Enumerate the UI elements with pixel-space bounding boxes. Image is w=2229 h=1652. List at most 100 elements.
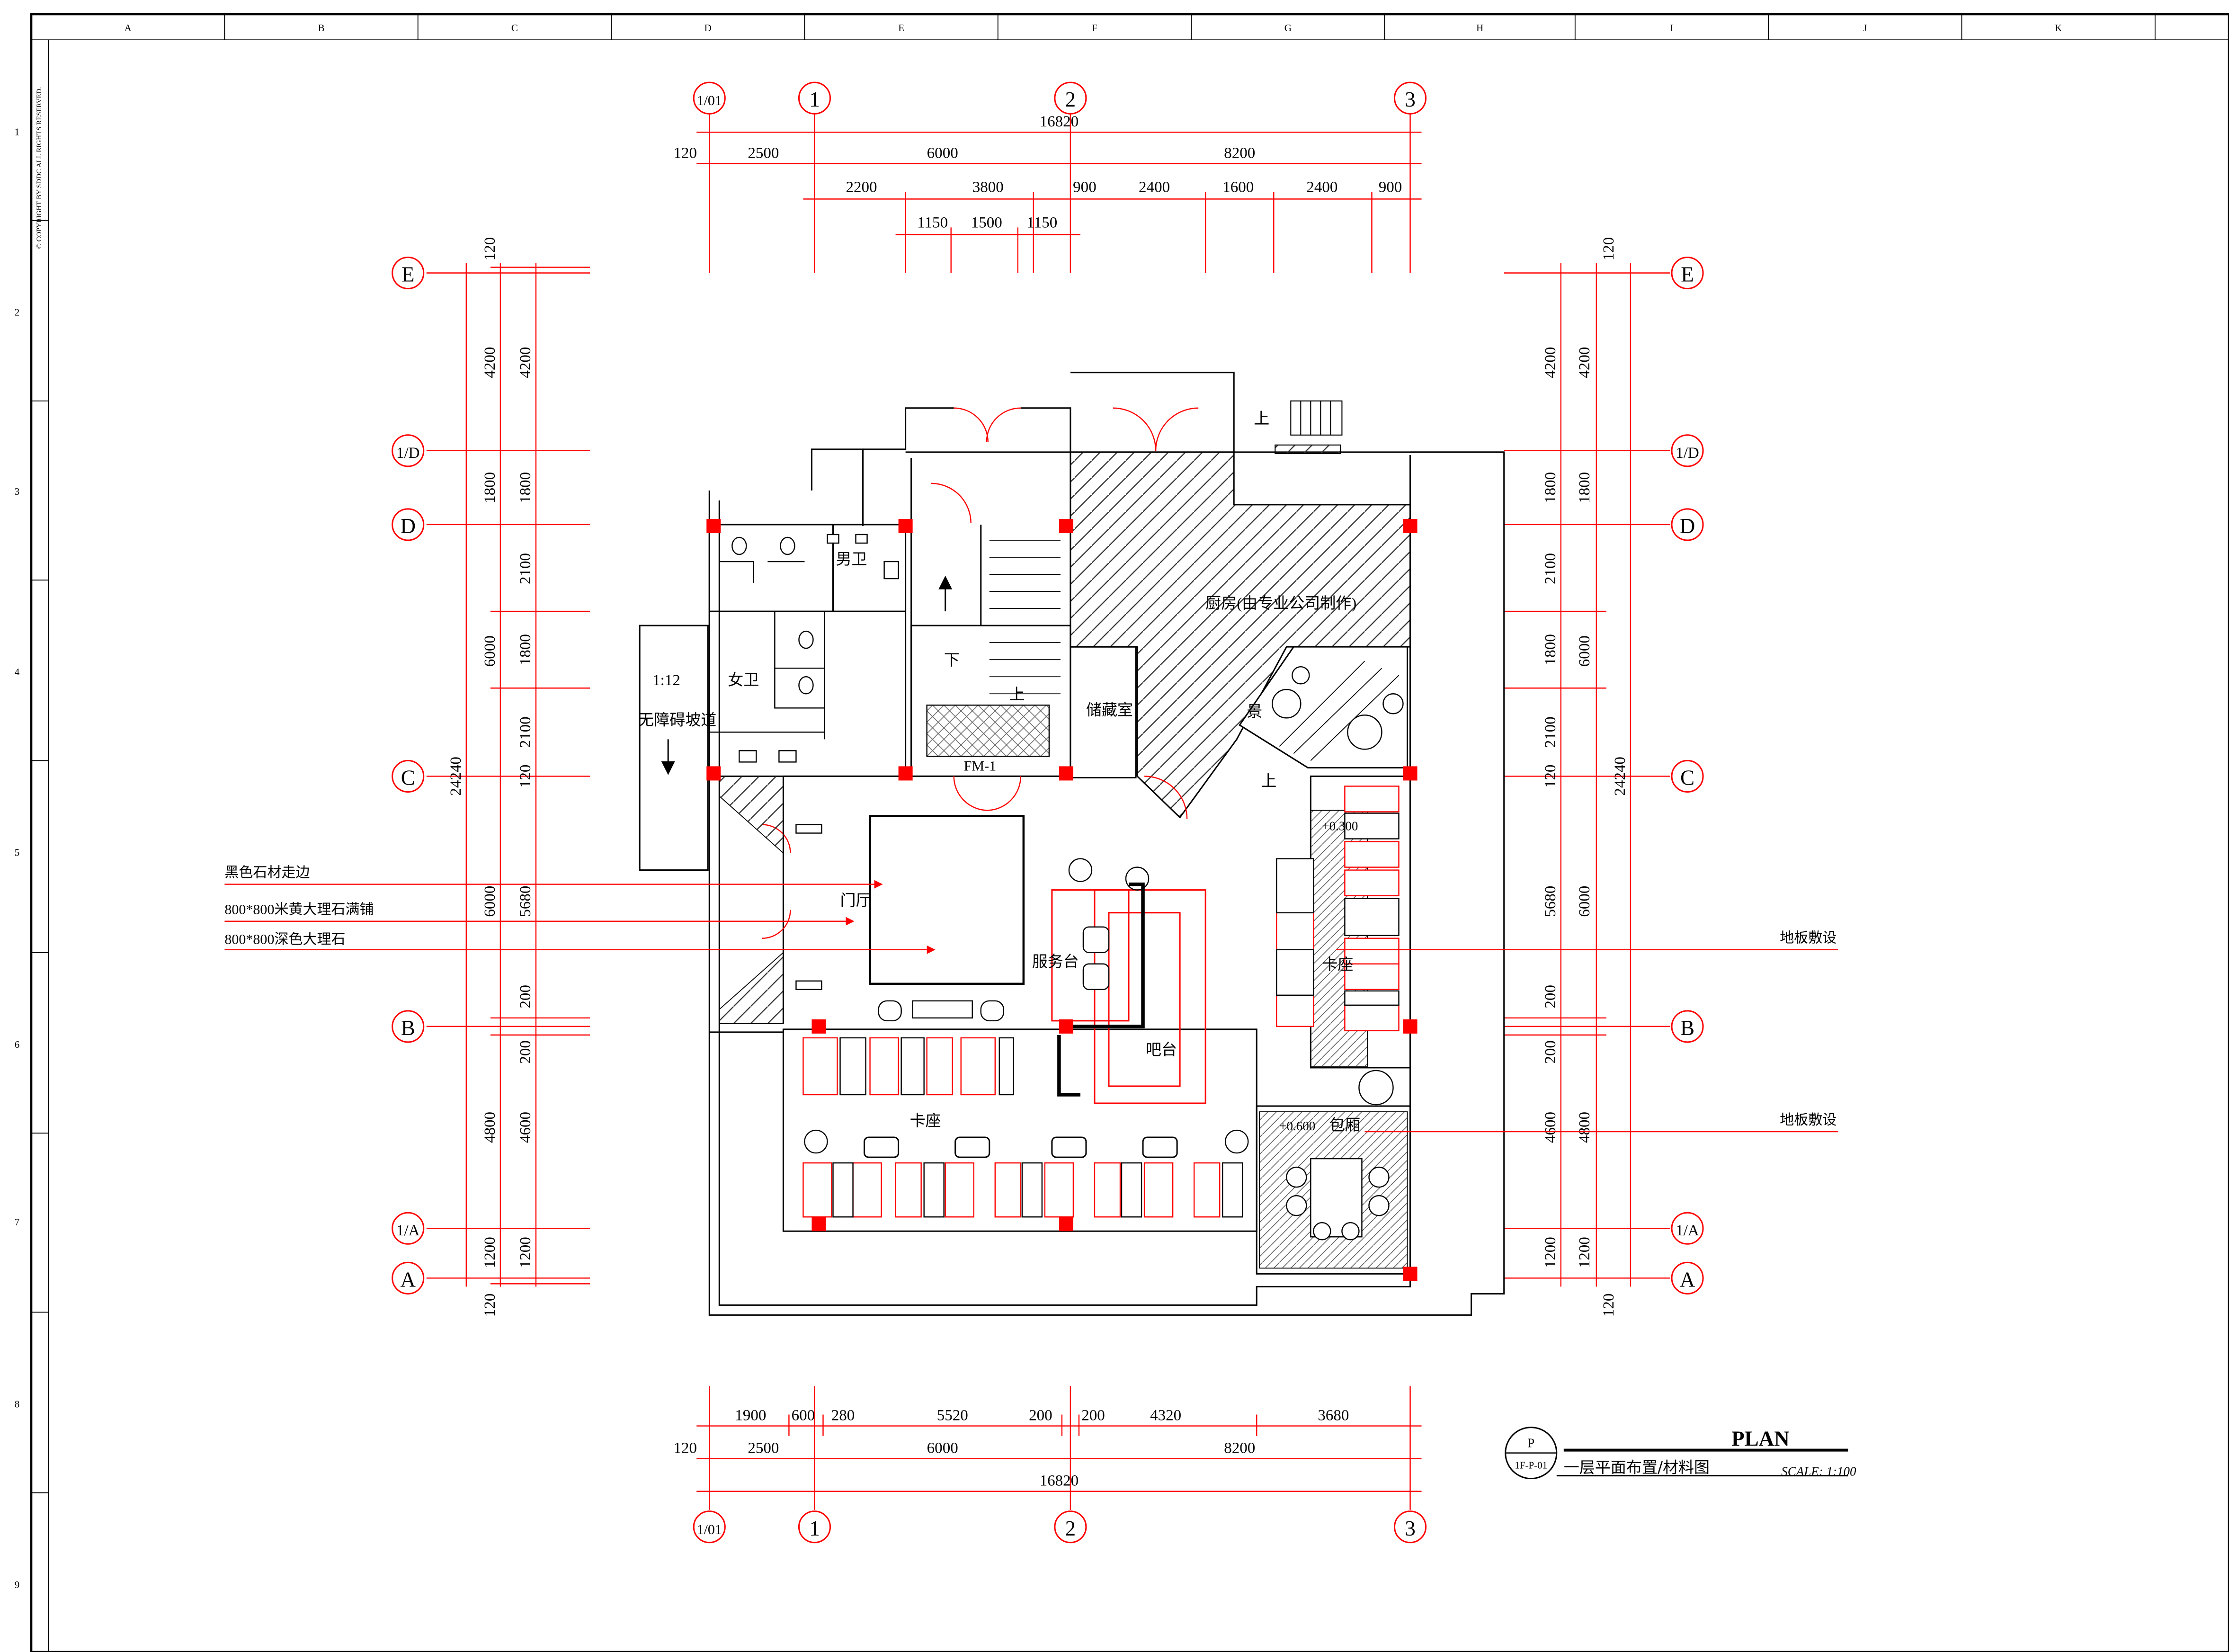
bottom-grid-labels: 1/01 1 2 3 xyxy=(697,1517,1416,1540)
dimension-value: 120 xyxy=(1542,765,1559,788)
border-col-label: B xyxy=(318,22,325,34)
grid-label: B xyxy=(1680,1016,1694,1040)
grid-label: C xyxy=(1680,766,1694,789)
dimension-value: 2400 xyxy=(1139,179,1170,196)
dimension-value: 6000 xyxy=(481,635,499,667)
annotation-text: 地板敷设 xyxy=(1780,1112,1837,1128)
bar-label: 吧台 xyxy=(1146,1041,1177,1059)
dimension-value: 200 xyxy=(517,985,534,1009)
dimension-value: 200 xyxy=(1029,1407,1052,1424)
dimension-value: 2100 xyxy=(517,716,534,748)
border-row-label: 8 xyxy=(15,1399,20,1410)
landscape-label: 景 xyxy=(1247,703,1262,720)
dimension-value: 4200 xyxy=(1576,347,1593,378)
plant-symbols xyxy=(804,666,1404,1154)
dimension-value: 1800 xyxy=(517,634,534,665)
bottom-grid-bubbles xyxy=(693,1510,1427,1544)
grid-label: E xyxy=(1681,263,1694,286)
dimension-value: 1600 xyxy=(1222,179,1254,196)
dimension-value: 1200 xyxy=(517,1237,534,1268)
dimension-value: 6000 xyxy=(927,144,958,161)
border-col-label: C xyxy=(511,22,518,34)
dimension-value: 3680 xyxy=(1318,1407,1349,1424)
border-col-label: I xyxy=(1670,22,1674,34)
leader-arrows xyxy=(846,880,936,954)
door-swings xyxy=(762,407,1199,939)
booth-tables-bottom xyxy=(832,1162,1243,1218)
grid-label: D xyxy=(1680,514,1695,538)
dimension-value: 120 xyxy=(673,1440,697,1457)
dimension-value: 5520 xyxy=(937,1407,968,1424)
bottom-dimension-lines xyxy=(696,1386,1422,1510)
border-col-label: E xyxy=(898,22,904,34)
ramp-slope-label: 1:12 xyxy=(652,672,680,689)
womens-wc-label: 女卫 xyxy=(728,671,759,689)
annotation-text: 800*800深色大理石 xyxy=(224,932,345,947)
booth-left-label: 卡座 xyxy=(910,1112,941,1130)
stair-lattice xyxy=(926,705,1050,757)
bottom-dimension-text: 1900 600 280 5520 200 200 4320 3680 120 … xyxy=(673,1407,1349,1490)
dimension-value: 4600 xyxy=(1542,1112,1559,1143)
border-col-label: A xyxy=(125,22,132,34)
grid-label: B xyxy=(401,1016,415,1040)
storage-label: 储藏室 xyxy=(1086,701,1133,719)
border-col-label: F xyxy=(1092,22,1097,34)
grid-label: 1/01 xyxy=(697,1522,722,1537)
dimension-value: 1800 xyxy=(1576,472,1593,503)
grid-label: 3 xyxy=(1405,88,1416,111)
dimension-value: 120 xyxy=(517,765,534,788)
booth-seating-bottom xyxy=(802,1162,1221,1218)
border-row-label: 5 xyxy=(15,847,20,858)
sheet-border xyxy=(30,13,2229,1652)
sheet-column-labels: A B C D E F G H I J K xyxy=(125,22,2062,34)
dimension-value: 1800 xyxy=(517,472,534,503)
dimension-value: 120 xyxy=(481,237,499,261)
dimension-value: 2400 xyxy=(1306,179,1337,196)
grid-label: 1 xyxy=(809,1517,820,1540)
top-dimension-text: 16820 120 2500 6000 8200 2200 3800 900 2… xyxy=(673,113,1402,231)
bar-counter-black xyxy=(1057,882,1145,1097)
left-dimension-lines xyxy=(426,263,590,1287)
material-annotations: 黑色石材走边 800*800米黄大理石满铺 800*800深色大理石 地板敷设 … xyxy=(224,865,1837,1128)
wall-hatch xyxy=(719,951,784,1024)
border-row-label: 1 xyxy=(15,126,20,137)
dimension-value: 16820 xyxy=(1040,1473,1079,1490)
dimension-value: 4320 xyxy=(1150,1407,1181,1424)
border-row-label: 2 xyxy=(15,307,20,318)
right-dimension-lines xyxy=(1504,263,1670,1287)
grid-label: D xyxy=(400,514,416,538)
dimension-value: 4200 xyxy=(1542,347,1559,378)
grid-label: C xyxy=(401,766,415,789)
leader-lines xyxy=(224,884,1838,1133)
dimension-value: 24240 xyxy=(1612,757,1629,796)
stair-down-label: 下 xyxy=(944,652,960,669)
dimension-value: 6000 xyxy=(927,1440,958,1457)
dimension-value: 6000 xyxy=(1576,886,1593,917)
grid-label: 1/A xyxy=(396,1222,420,1239)
top-grid-bubbles xyxy=(693,81,1427,115)
dimension-value: 1800 xyxy=(1542,634,1559,665)
dimension-value: 1150 xyxy=(917,214,948,231)
exterior-stair xyxy=(1275,400,1343,454)
dimension-value: 600 xyxy=(792,1407,815,1424)
top-grid-labels: 1/01 1 2 3 xyxy=(697,88,1416,111)
dimension-value: 1200 xyxy=(481,1237,499,1268)
dimension-value: 2100 xyxy=(1542,553,1559,584)
level-label: +0.300 xyxy=(1322,819,1358,833)
dimension-value: 1800 xyxy=(1542,472,1559,503)
kitchen-label: 厨房(由专业公司制作) xyxy=(1205,595,1356,612)
stair-core-treads xyxy=(989,540,1061,695)
bar-counter xyxy=(1051,889,1206,1104)
dimension-value: 200 xyxy=(1542,985,1559,1009)
dimension-value: 200 xyxy=(517,1040,534,1064)
booth-seating-top xyxy=(802,1037,996,1096)
grid-label: 1/01 xyxy=(697,93,722,108)
border-col-label: J xyxy=(1863,22,1867,34)
dimension-value: 6000 xyxy=(1576,635,1593,667)
booth-seating-right xyxy=(1276,786,1400,1032)
private-room-table xyxy=(1286,1158,1390,1241)
drawing-title: 一层平面布置/材料图 xyxy=(1564,1458,1710,1477)
dimension-value: 280 xyxy=(831,1407,855,1424)
room-labels: 男卫 女卫 1:12 无障碍坡道 厨房(由专业公司制作) 储藏室 门厅 服务台 … xyxy=(638,411,1360,1134)
border-row-label: 6 xyxy=(15,1039,20,1050)
